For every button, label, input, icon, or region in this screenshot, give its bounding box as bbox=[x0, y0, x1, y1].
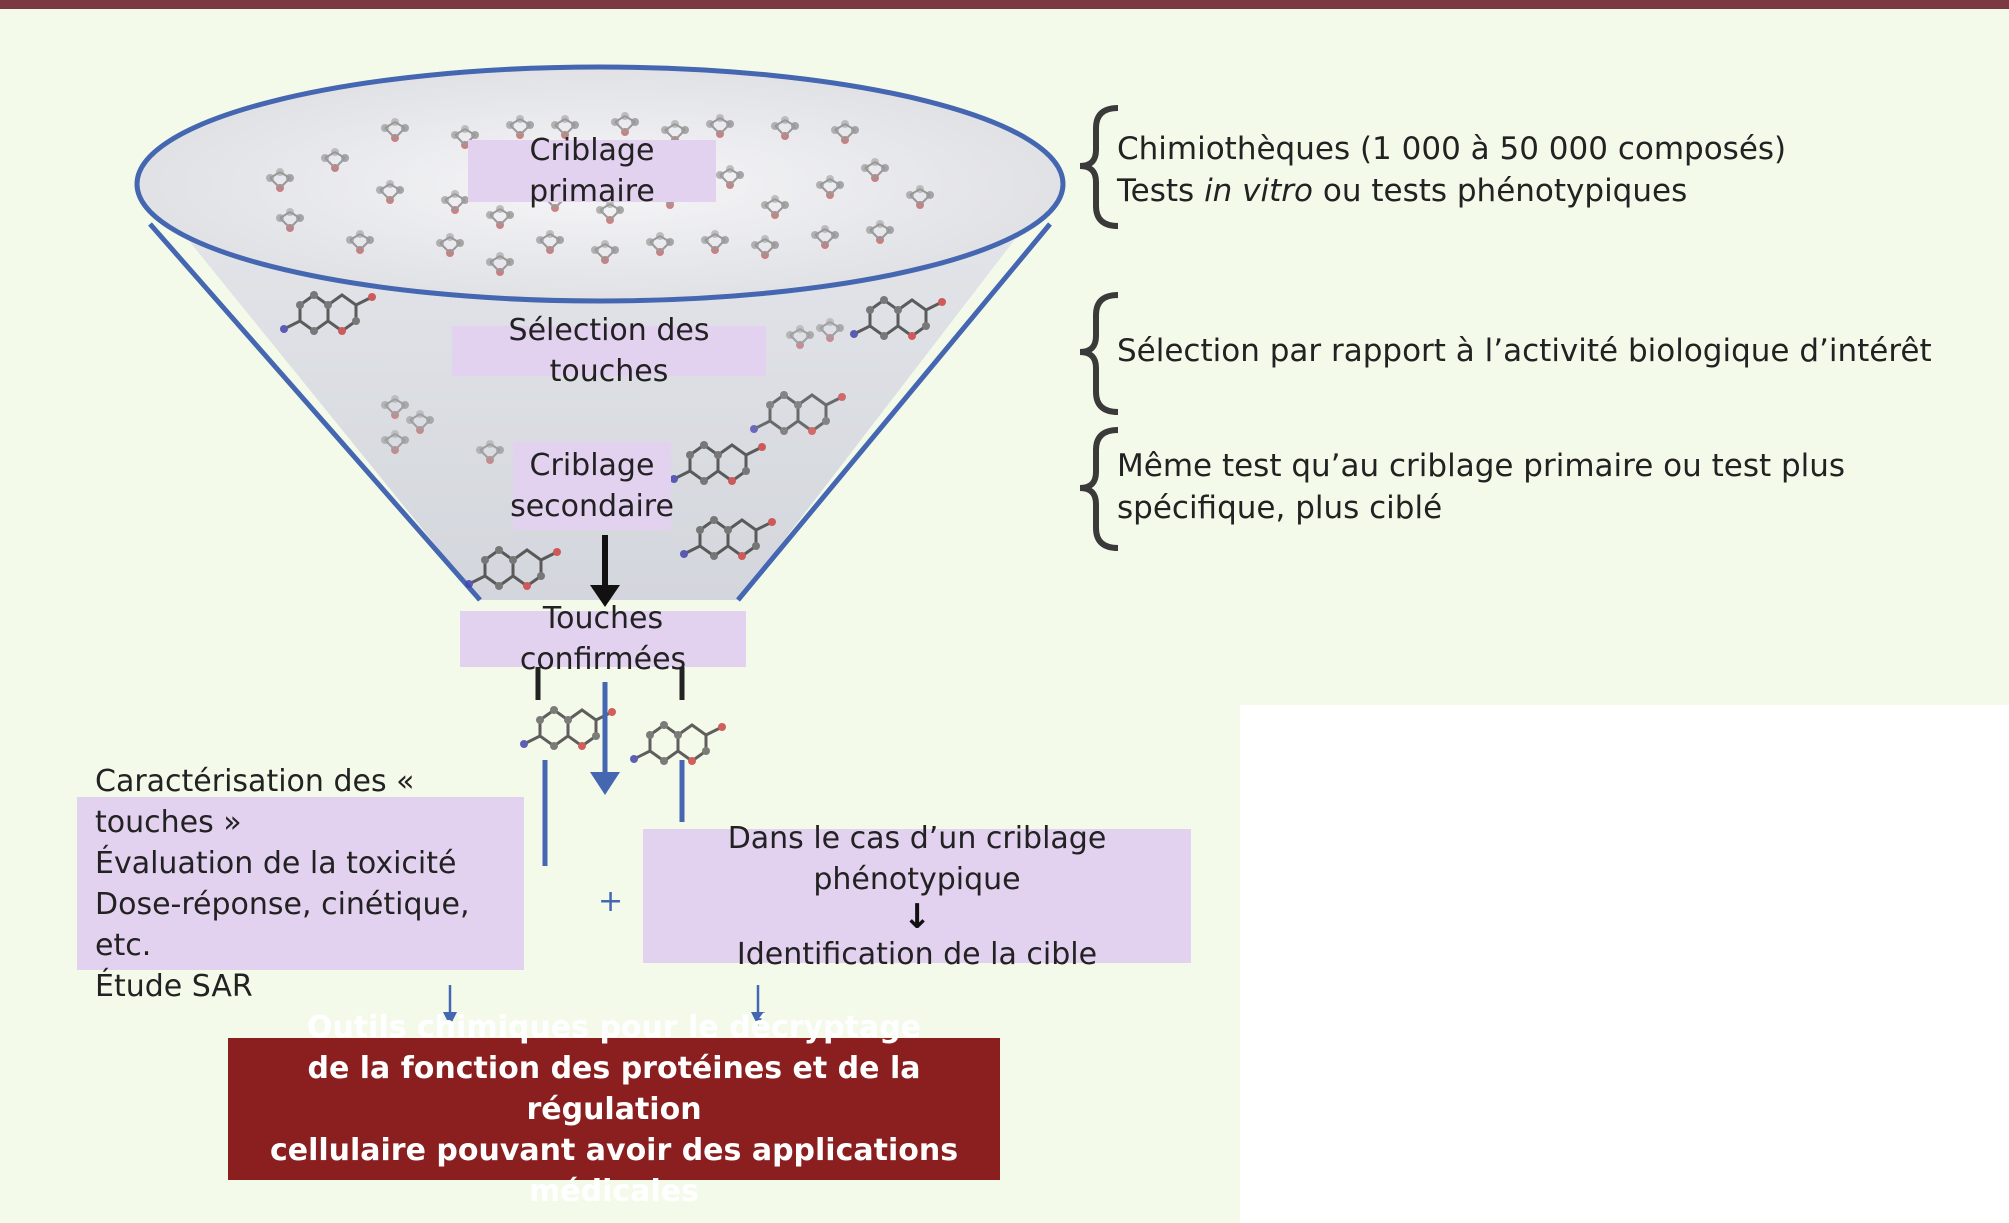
plus-sign: + bbox=[598, 884, 624, 919]
chemical-tools-line1: Outils chimiques pour le décryptage bbox=[306, 1009, 922, 1045]
note-libraries: Chimiothèques (1 000 à 50 000 composés) … bbox=[1117, 128, 1786, 212]
chemical-tools-line3: cellulaire pouvant avoir des application… bbox=[269, 1132, 959, 1209]
note-secondary-line2: spécifique, plus ciblé bbox=[1117, 490, 1443, 526]
primary-screening-label: Criblage primaire bbox=[468, 133, 716, 209]
hit-selection-label: Sélection des touches bbox=[452, 313, 766, 389]
note-secondary: Même test qu’au criblage primaire ou tes… bbox=[1117, 445, 1845, 529]
note-secondary-line1: Même test qu’au criblage primaire ou tes… bbox=[1117, 448, 1846, 484]
chemical-tools-box: Outils chimiques pour le décryptage de l… bbox=[228, 1010, 1000, 1209]
note-libraries-line2: Tests in vitro ou tests phénotypiques bbox=[1117, 173, 1688, 209]
phenotypic-line2: Identification de la cible bbox=[736, 936, 1098, 972]
secondary-screening-line1: Criblage bbox=[529, 448, 655, 483]
note-selection: Sélection par rapport à l’activité biolo… bbox=[1117, 330, 1932, 372]
note-libraries-line1: Chimiothèques (1 000 à 50 000 composés) bbox=[1117, 131, 1787, 167]
top-bar bbox=[0, 0, 2009, 9]
characterization-box: Caractérisation des « touches » Évaluati… bbox=[77, 764, 524, 1004]
characterization-line1: Caractérisation des « touches » bbox=[95, 763, 415, 840]
background-panel-right bbox=[1240, 9, 2009, 705]
characterization-line4: Étude SAR bbox=[95, 968, 253, 1004]
arrow-down-icon: ↓ bbox=[902, 896, 932, 937]
secondary-screening-line2: secondaire bbox=[510, 489, 674, 524]
chemical-tools-line2: de la fonction des protéines et de la ré… bbox=[307, 1050, 921, 1127]
characterization-line3: Dose-réponse, cinétique, etc. bbox=[95, 886, 470, 963]
confirmed-hits-text: Touches confirmées bbox=[519, 601, 687, 677]
characterization-line2: Évaluation de la toxicité bbox=[95, 845, 457, 881]
in-vitro-text: in vitro bbox=[1204, 173, 1314, 209]
note-selection-line1: Sélection par rapport à l’activité biolo… bbox=[1117, 333, 1932, 369]
primary-screening-text: Criblage primaire bbox=[529, 133, 655, 209]
phenotypic-line1: Dans le cas d’un criblage phénotypique bbox=[727, 820, 1107, 897]
confirmed-hits-label: Touches confirmées bbox=[460, 601, 746, 677]
secondary-screening-label: Criblage secondaire bbox=[510, 442, 674, 530]
hit-selection-text: Sélection des touches bbox=[508, 313, 710, 389]
phenotypic-box: Dans le cas d’un criblage phénotypique ↓… bbox=[643, 821, 1191, 972]
